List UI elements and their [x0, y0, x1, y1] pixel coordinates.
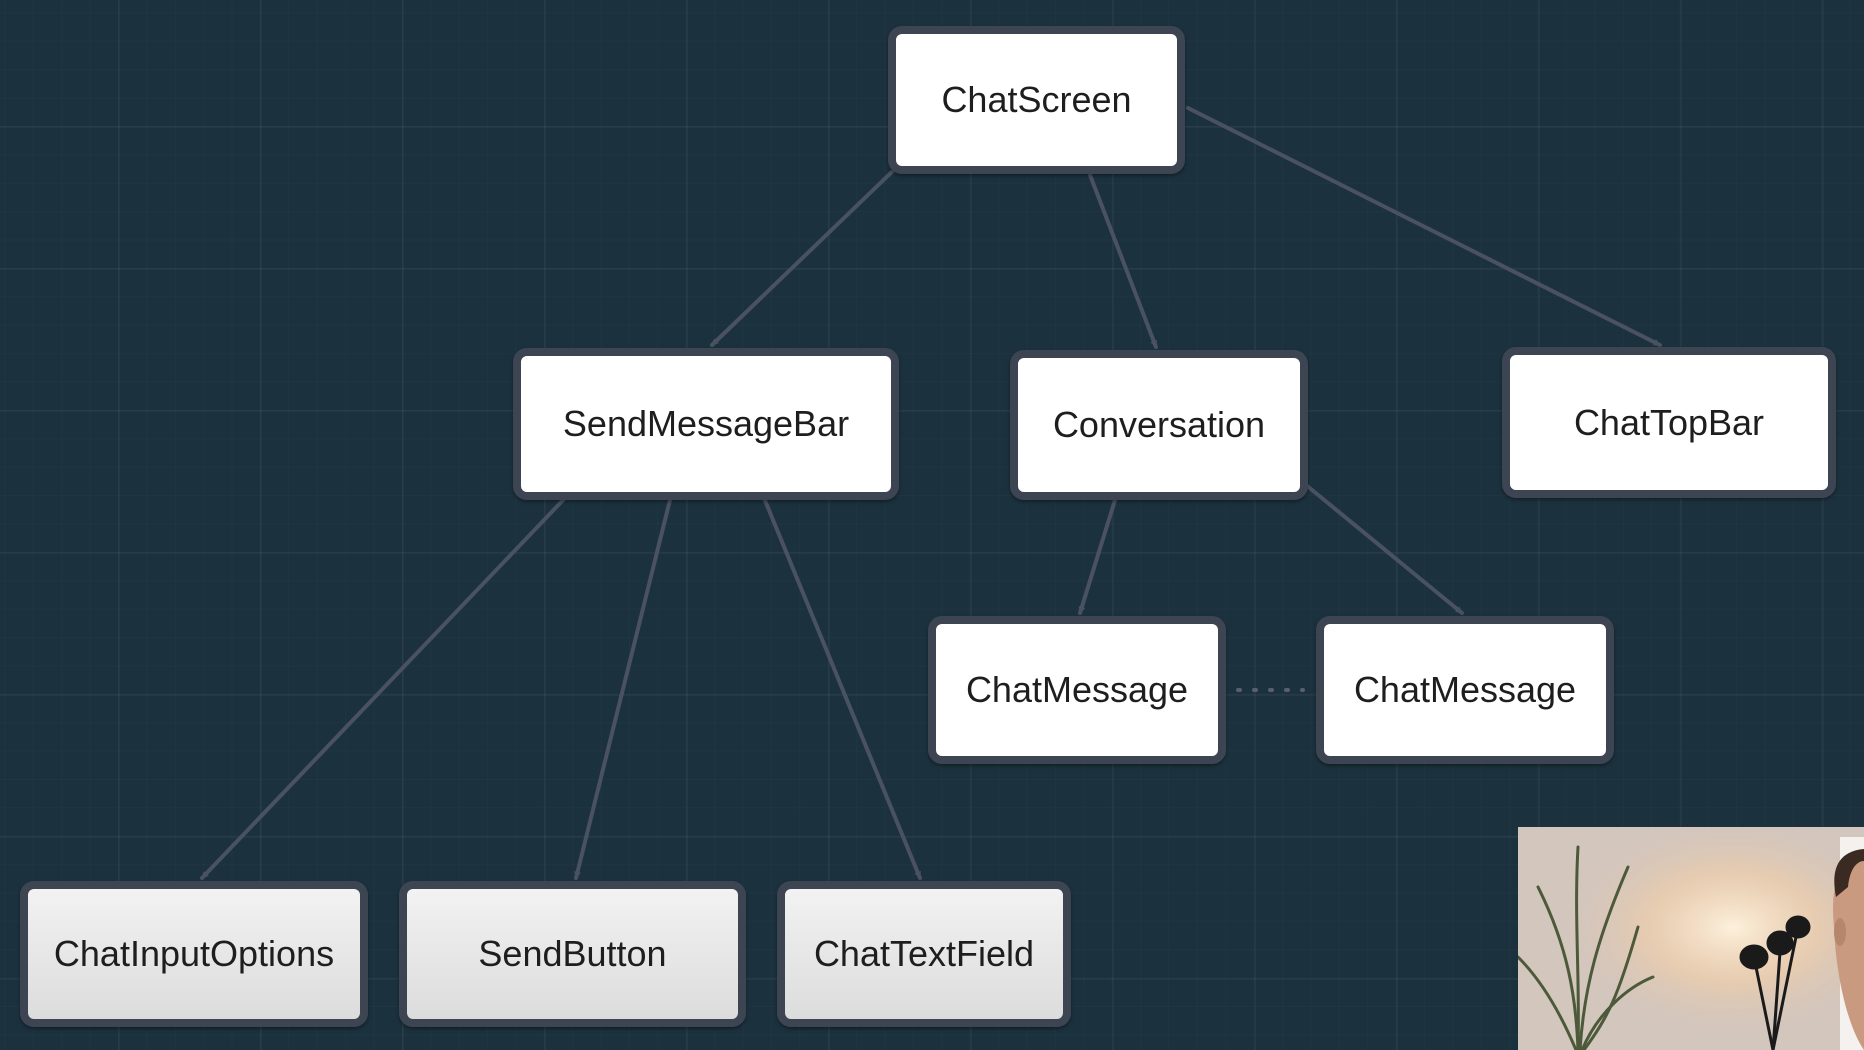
presenter-webcam-overlay — [1518, 827, 1864, 1050]
edge-chatscreen-conversation — [1088, 173, 1158, 349]
node-chatmessage-2: ChatMessage — [1316, 616, 1614, 764]
node-label: Conversation — [1052, 404, 1266, 445]
lamp-icon — [1739, 915, 1811, 1050]
node-sendbutton: SendButton — [399, 881, 746, 1027]
node-conversation: Conversation — [1010, 350, 1308, 500]
node-chattextfield: ChatTextField — [777, 881, 1071, 1027]
node-label: SendMessageBar — [562, 403, 850, 444]
edge-sendmessagebar-sendbutton — [574, 498, 672, 880]
node-label: ChatInputOptions — [53, 933, 335, 974]
node-label: ChatScreen — [941, 79, 1132, 120]
node-label: ChatTextField — [813, 933, 1035, 974]
edge-conversation-chatmessage-2 — [1304, 483, 1464, 615]
node-label: ChatMessage — [1353, 669, 1577, 710]
node-chatinputoptions: ChatInputOptions — [20, 881, 368, 1027]
edge-sendmessagebar-chattextfield — [762, 496, 922, 880]
node-chatmessage-1: ChatMessage — [928, 616, 1226, 764]
node-chattopbar: ChatTopBar — [1502, 347, 1836, 498]
node-sendmessagebar: SendMessageBar — [513, 348, 899, 500]
edge-chatscreen-sendmessagebar — [710, 166, 898, 347]
node-label: ChatMessage — [965, 669, 1189, 710]
edge-conversation-chatmessage-1 — [1078, 498, 1117, 615]
node-chatscreen: ChatScreen — [888, 26, 1185, 174]
edge-sendmessagebar-chatinputoptions — [200, 495, 568, 880]
webcam-image — [1518, 827, 1864, 1050]
node-label: SendButton — [478, 933, 667, 974]
person-icon — [1833, 837, 1864, 1050]
node-label: ChatTopBar — [1573, 401, 1765, 443]
edge-chatscreen-chattopbar — [1186, 106, 1662, 347]
plant-icon — [1518, 845, 1655, 1050]
